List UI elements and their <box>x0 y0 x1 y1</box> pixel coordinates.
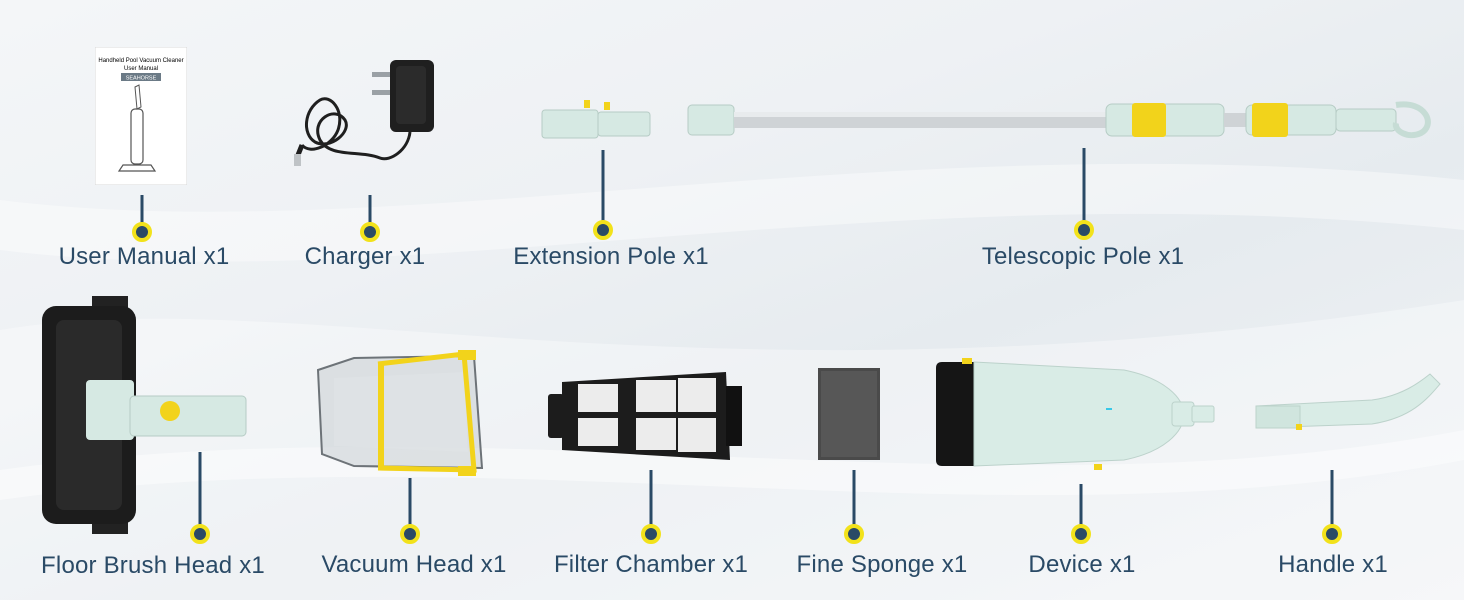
user-manual: Handheld Pool Vacuum Cleaner User Manual… <box>94 46 188 186</box>
device-image <box>936 358 1215 470</box>
fine-sponge <box>818 368 880 460</box>
extension-pole-dot <box>593 220 613 240</box>
fine-sponge-dot <box>844 524 864 544</box>
charger <box>290 50 450 185</box>
charger-label: Charger x1 <box>304 243 426 270</box>
fine-sponge-image <box>818 368 880 460</box>
handle-image <box>1255 373 1441 430</box>
manual-doc-brand: SEAHORSE <box>126 76 157 82</box>
device <box>934 358 1216 478</box>
floor-brush-head-dot <box>190 524 210 544</box>
device-label: Device x1 <box>1028 551 1136 578</box>
extension-pole-label: Extension Pole x1 <box>513 243 709 270</box>
extension-pole <box>540 98 652 148</box>
charger-image <box>294 60 434 166</box>
filter-chamber-label: Filter Chamber x1 <box>553 551 749 578</box>
user-manual-dot <box>132 222 152 242</box>
floor-brush-head-label: Floor Brush Head x1 <box>41 552 265 579</box>
vacuum-head-dot <box>400 524 420 544</box>
handle <box>1252 370 1442 434</box>
telescopic-pole-image <box>687 101 1431 139</box>
floor-brush-head <box>40 296 250 536</box>
handle-label: Handle x1 <box>1278 551 1388 578</box>
telescopic-pole-label: Telescopic Pole x1 <box>981 243 1185 270</box>
manual-doc-subtitle: User Manual <box>124 66 158 72</box>
telescopic-pole-dot <box>1074 220 1094 240</box>
manual-doc-title: Handheld Pool Vacuum Cleaner <box>98 58 183 64</box>
vacuum-head <box>314 350 490 480</box>
user-manual-label: User Manual x1 <box>58 243 230 270</box>
handle-dot <box>1322 524 1342 544</box>
vacuum-head-label: Vacuum Head x1 <box>321 551 507 578</box>
fine-sponge-label: Fine Sponge x1 <box>796 551 968 578</box>
vacuum-head-image <box>316 350 484 476</box>
telescopic-pole <box>686 95 1436 145</box>
charger-dot <box>360 222 380 242</box>
filter-chamber-dot <box>641 524 661 544</box>
filter-chamber <box>548 372 744 460</box>
device-dot <box>1071 524 1091 544</box>
filter-chamber-image <box>548 372 742 460</box>
extension-pole-image <box>541 100 651 139</box>
user-manual-image: Handheld Pool Vacuum Cleaner User Manual… <box>94 46 188 186</box>
floor-brush-head-image <box>42 296 247 534</box>
